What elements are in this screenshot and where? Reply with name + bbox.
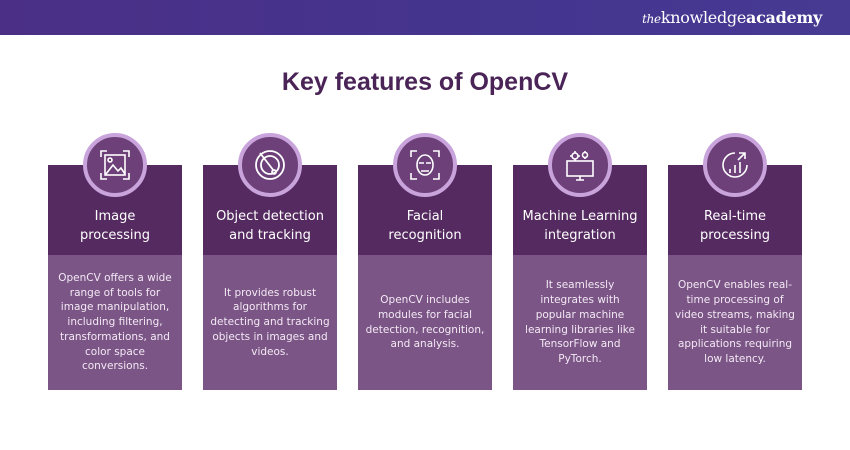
- card-description: OpenCV enables real-time processing of v…: [668, 255, 802, 390]
- card-description: OpenCV offers a wide range of tools for …: [48, 255, 182, 390]
- card-header: Object detection and tracking: [203, 133, 337, 255]
- card-title-line: and tracking: [229, 228, 311, 243]
- card-header: Machine Learning integration: [513, 133, 647, 255]
- gears-monitor-icon: [548, 133, 612, 197]
- face-scan-icon: [393, 133, 457, 197]
- description-text: It seamlessly integrates with popular ma…: [525, 279, 635, 366]
- card-title: Object detection and tracking: [203, 207, 337, 245]
- radar-icon: [238, 133, 302, 197]
- feature-card-object-detection: Object detection and tracking It provides…: [203, 133, 337, 390]
- description-text: It provides robust algorithms for detect…: [210, 286, 330, 358]
- description-text: OpenCV offers a wide range of tools for …: [58, 271, 172, 373]
- card-title-line: Real-time: [703, 209, 767, 224]
- card-title-line: Machine Learning: [522, 209, 638, 224]
- card-title: Machine Learning integration: [513, 207, 647, 245]
- card-title-line: processing: [79, 228, 151, 243]
- card-description: It seamlessly integrates with popular ma…: [513, 255, 647, 390]
- card-title-line: Object detection: [216, 209, 324, 224]
- card-header: Image processing: [48, 133, 182, 255]
- feature-card-machine-learning: Machine Learning integration It seamlessl…: [513, 133, 647, 390]
- card-header: Facial recognition: [358, 133, 492, 255]
- logo-suffix: academy: [746, 8, 822, 27]
- image-processing-icon: [83, 133, 147, 197]
- description-text: OpenCV enables real-time processing of v…: [675, 279, 795, 366]
- card-title-line: Image: [94, 209, 136, 224]
- card-title: Real-time processing: [668, 207, 802, 245]
- card-description: It provides robust algorithms for detect…: [203, 255, 337, 390]
- feature-card-facial-recognition: Facial recognition OpenCV includes module…: [358, 133, 492, 390]
- card-title: Facial recognition: [358, 207, 492, 245]
- card-title-line: processing: [699, 228, 771, 243]
- header-bar: theknowledgeacademy: [0, 0, 850, 35]
- description-text: OpenCV includes modules for facial detec…: [365, 293, 485, 351]
- logo-prefix: the: [642, 12, 661, 26]
- feature-card-image-processing: Image processing OpenCV offers a wide ran…: [48, 133, 182, 390]
- logo-name: knowledge: [660, 8, 747, 27]
- card-description: OpenCV includes modules for facial detec…: [358, 255, 492, 390]
- card-title-line: recognition: [388, 228, 462, 243]
- feature-card-real-time: Real-time processing OpenCV enables real-…: [668, 133, 802, 390]
- card-title-line: Facial: [406, 209, 444, 224]
- card-title-line: integration: [544, 228, 616, 243]
- brand-logo: theknowledgeacademy: [642, 8, 822, 27]
- page-title: Key features of OpenCV: [281, 68, 569, 96]
- card-title: Image processing: [48, 207, 182, 245]
- card-header: Real-time processing: [668, 133, 802, 255]
- realtime-chart-icon: [703, 133, 767, 197]
